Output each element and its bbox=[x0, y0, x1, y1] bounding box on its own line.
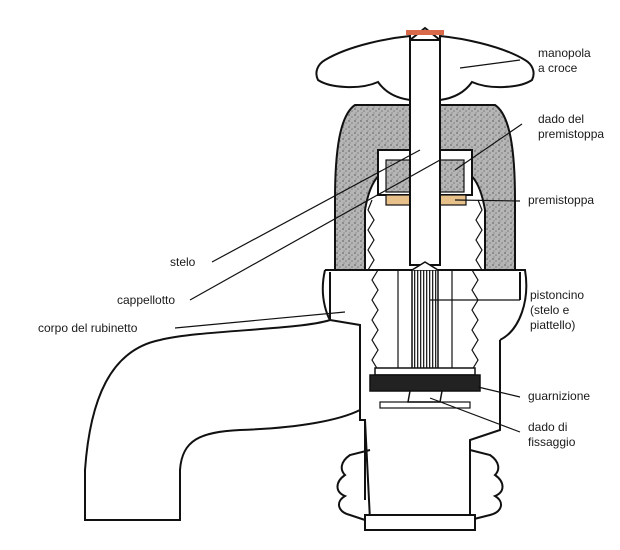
seat bbox=[379, 401, 471, 409]
knob-right bbox=[439, 34, 535, 102]
label-manopola-line2: a croce bbox=[538, 61, 578, 75]
label-dado-fissaggio-line2: fissaggio bbox=[528, 435, 576, 449]
label-dado-fissaggio-line1: dado di bbox=[528, 420, 568, 434]
washer bbox=[369, 374, 481, 392]
label-stelo: stelo bbox=[170, 255, 196, 269]
leader-premistoppa bbox=[454, 199, 521, 202]
inner-wall bbox=[397, 270, 453, 372]
piston bbox=[411, 269, 439, 371]
body-lower bbox=[329, 272, 521, 521]
cap-threads bbox=[367, 199, 483, 271]
label-dado-premistoppa-line2: premistoppa bbox=[538, 127, 605, 141]
leader-stelo bbox=[211, 149, 421, 263]
base-bottom bbox=[364, 514, 476, 531]
label-premistoppa: premistoppa bbox=[528, 193, 595, 207]
spout bbox=[84, 300, 361, 521]
label-dado-premistoppa: dado del premistoppa bbox=[538, 112, 604, 142]
piston-head bbox=[411, 261, 439, 271]
leader-manopola bbox=[459, 59, 521, 69]
leader-dado-premistoppa bbox=[454, 123, 523, 171]
knob bbox=[315, 34, 411, 102]
label-dado-fissaggio: dado di fissaggio bbox=[528, 420, 575, 450]
piston-plate bbox=[374, 367, 476, 376]
body-threads bbox=[371, 269, 479, 371]
label-guarnizione: guarnizione bbox=[528, 389, 591, 403]
label-manopola-line1: manopola bbox=[538, 46, 591, 60]
leader-corpo bbox=[174, 311, 346, 329]
label-pistoncino-line3: piattello) bbox=[530, 318, 576, 332]
leader-cappellotto bbox=[189, 159, 441, 301]
label-pistoncino-line1: pistoncino bbox=[530, 288, 585, 302]
label-dado-premistoppa-line1: dado del bbox=[538, 112, 585, 126]
label-pistoncino-line2: (stelo e bbox=[530, 303, 570, 317]
body-outline bbox=[321, 269, 528, 341]
leader-fissaggio bbox=[429, 397, 521, 433]
base-thread bbox=[336, 449, 504, 521]
knob-tip bbox=[406, 30, 444, 35]
label-manopola: manopola a croce bbox=[538, 46, 591, 76]
label-cappellotto: cappellotto bbox=[117, 293, 176, 307]
leader-guarnizione bbox=[477, 386, 521, 398]
label-corpo: corpo del rubinetto bbox=[38, 321, 138, 335]
label-pistoncino: pistoncino (stelo e piattello) bbox=[530, 288, 584, 333]
